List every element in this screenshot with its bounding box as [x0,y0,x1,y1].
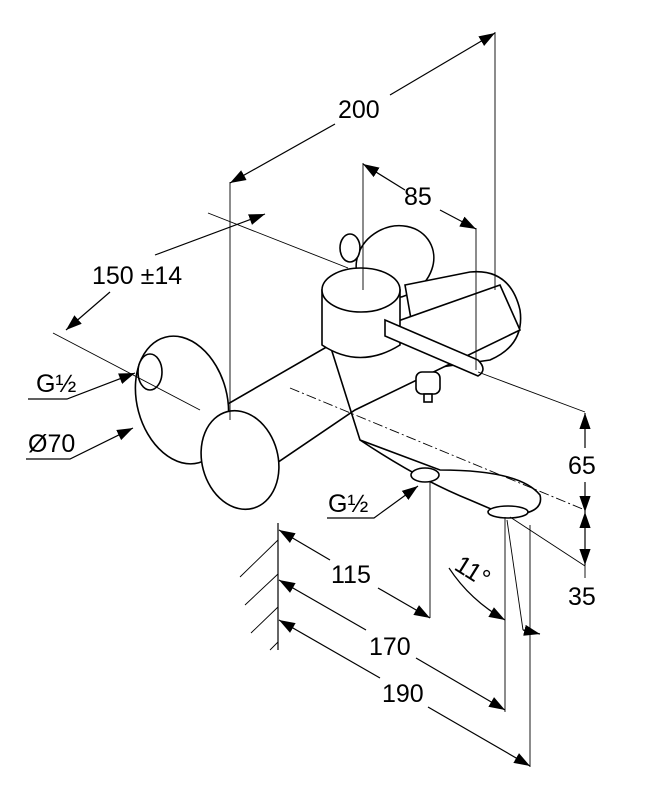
dimension-190: 190 [278,619,531,767]
angle-arrow [522,624,541,636]
dimension-line [154,213,266,256]
dim-label-170: 170 [369,633,411,661]
wall-reference [239,523,279,651]
dim-label-35: 35 [568,583,596,611]
dim-label-11-deg: 11° [450,550,495,593]
dimension-200: 200 [229,32,496,420]
dimension-150: 150 ±14 [52,212,349,411]
extension-line [52,332,201,411]
inlet-nut-right [339,233,361,263]
dimension-line [377,587,431,619]
extension-line [509,516,586,567]
wall-hatch [244,573,279,606]
dimension-65-35: 65 35 [477,371,596,611]
dimension-angle: 11° [448,517,541,767]
dimension-line [65,291,111,331]
callout-diameter: Ø70 [26,427,134,460]
extension-line [207,212,349,269]
diverter-stem [423,393,433,403]
dimension-line [229,123,336,184]
dim-label-85: 85 [404,183,432,211]
dimension-line [278,529,331,561]
dim-label-65: 65 [568,452,596,480]
centre-line-spout [289,387,586,511]
wall-hatch [250,606,279,634]
dimension-line [389,32,496,96]
callout-thread-outlet: G½ [327,485,419,519]
dimension-line [415,657,506,711]
faucet-body [134,224,542,519]
angle-arc [448,567,506,621]
callout-thread-left: G½ [28,370,136,400]
outlet-thread [410,467,440,483]
dimension-line [439,209,477,230]
dimension-line [362,163,406,191]
wall-hatch [269,641,279,651]
dim-label-190: 190 [382,680,424,708]
extension-line [477,371,586,413]
leader-line [28,372,136,400]
dim-label-g-half-outlet: G½ [328,490,368,518]
dimension-115: 115 [278,482,431,619]
cartridge-top [321,267,401,313]
dimension-line [278,579,367,631]
dim-label-g-half-left: G½ [36,370,76,398]
lever-handle [384,318,484,377]
dimension-line [278,619,381,679]
dim-label-200: 200 [338,96,380,124]
aerator [487,505,529,519]
dim-label-115: 115 [331,561,371,589]
leader-line [26,427,134,460]
inlet-nut-left [137,353,163,391]
extension-line [506,519,524,631]
left-end-cap [200,409,280,511]
diverter-knob [415,371,441,395]
wall-hatch [239,539,279,578]
dimension-170: 170 [278,579,506,711]
leader-line [327,485,419,519]
dim-label-diameter-70: Ø70 [28,430,75,458]
dim-label-150: 150 ±14 [92,262,182,290]
dimension-85: 85 [362,163,477,370]
dimension-line [427,706,531,767]
